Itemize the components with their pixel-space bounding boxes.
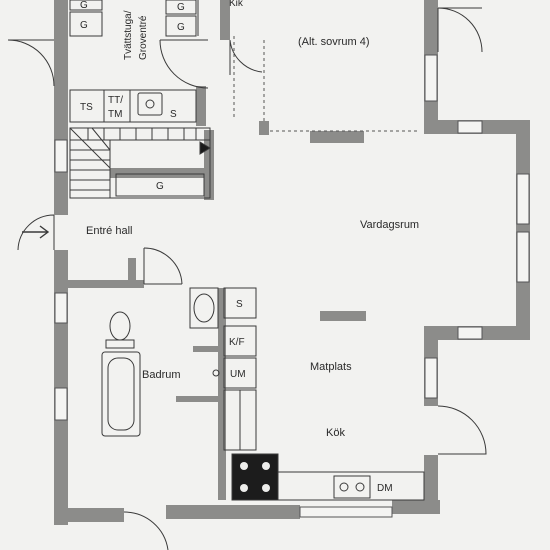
partition-post	[259, 121, 269, 135]
wall-bath-top-left	[68, 280, 144, 288]
entrance-arrow	[22, 225, 50, 239]
window-west-bath-bottom	[54, 387, 68, 421]
label-g3: G	[177, 2, 185, 13]
wall-laundry-stub	[196, 86, 206, 126]
room-labels: (Alt. sovrum 4) Kik Entré hall Vardagsru…	[86, 0, 419, 439]
door-east-top	[437, 7, 483, 53]
label-dm: DM	[377, 483, 393, 494]
window-south-kitchen	[299, 506, 393, 518]
wall-bath-stub	[128, 258, 136, 286]
label-badrum: Badrum	[142, 369, 181, 381]
wall-bath-right	[218, 288, 226, 500]
column-living	[320, 311, 366, 321]
label-kok: Kök	[326, 427, 345, 439]
wall-east-bottom	[424, 455, 438, 514]
label-s-laundry: S	[170, 109, 177, 120]
wall-stair-right	[204, 130, 214, 200]
wall-stair-bottom	[110, 168, 210, 178]
window-east-right-a	[516, 173, 530, 225]
label-ts: TS	[80, 102, 93, 113]
label-kik: Kik	[229, 0, 244, 9]
dashed-partitions	[233, 36, 420, 132]
door-east-kitchen	[437, 405, 487, 455]
window-west-bath-top	[54, 292, 68, 324]
wall-bath-low	[166, 505, 176, 519]
label-g5: G	[156, 181, 164, 192]
wall-bath-inner-b	[176, 396, 222, 402]
wall-south-left	[54, 508, 124, 522]
wall-hall-stub	[54, 205, 68, 215]
label-alt-sovrum: (Alt. sovrum 4)	[298, 36, 370, 48]
partition-beam	[310, 131, 364, 143]
door-south-bath	[123, 511, 169, 550]
label-tvattstuga: Tvättstuga/	[123, 10, 134, 60]
wall-bath-inner-a	[193, 346, 221, 352]
label-g4: G	[177, 22, 185, 33]
door-entrance	[17, 214, 55, 251]
label-groventre: Groventré	[138, 15, 149, 60]
wall-south-mid	[170, 505, 300, 519]
window-east-upper	[424, 54, 438, 102]
label-kf: K/F	[229, 337, 245, 348]
window-east-kitchen	[424, 357, 438, 399]
stove-burners	[240, 462, 270, 492]
stair	[69, 127, 211, 199]
door-laundry-inner	[159, 39, 209, 89]
window-east-corner-low	[457, 326, 483, 340]
label-entre-hall: Entré hall	[86, 225, 132, 237]
fixtures	[69, 0, 425, 501]
window-east-right-b	[516, 231, 530, 283]
stair-direction-arrow	[199, 141, 211, 155]
wall-laundry-right	[220, 0, 230, 40]
label-vardagsrum: Vardagsrum	[360, 219, 419, 231]
label-matplats: Matplats	[310, 361, 352, 373]
window-east-corner-top	[457, 120, 483, 134]
label-tm: TM	[108, 109, 122, 120]
door-kik	[229, 39, 263, 75]
fixture-labels: G G G G TS TT/ TM S G S K/F UM DM	[80, 0, 393, 494]
label-um: UM	[230, 369, 246, 380]
label-tt: TT/	[108, 95, 123, 106]
doors	[7, 7, 487, 550]
label-g2: G	[80, 20, 88, 31]
door-laundry-west	[7, 39, 55, 87]
wall-east-mid	[516, 120, 530, 340]
label-s-bath: S	[236, 299, 243, 310]
windows	[54, 54, 530, 518]
label-g1: G	[80, 0, 88, 11]
door-bath	[143, 247, 183, 285]
wall-west-upper	[54, 0, 68, 205]
window-west-stair	[54, 139, 68, 173]
